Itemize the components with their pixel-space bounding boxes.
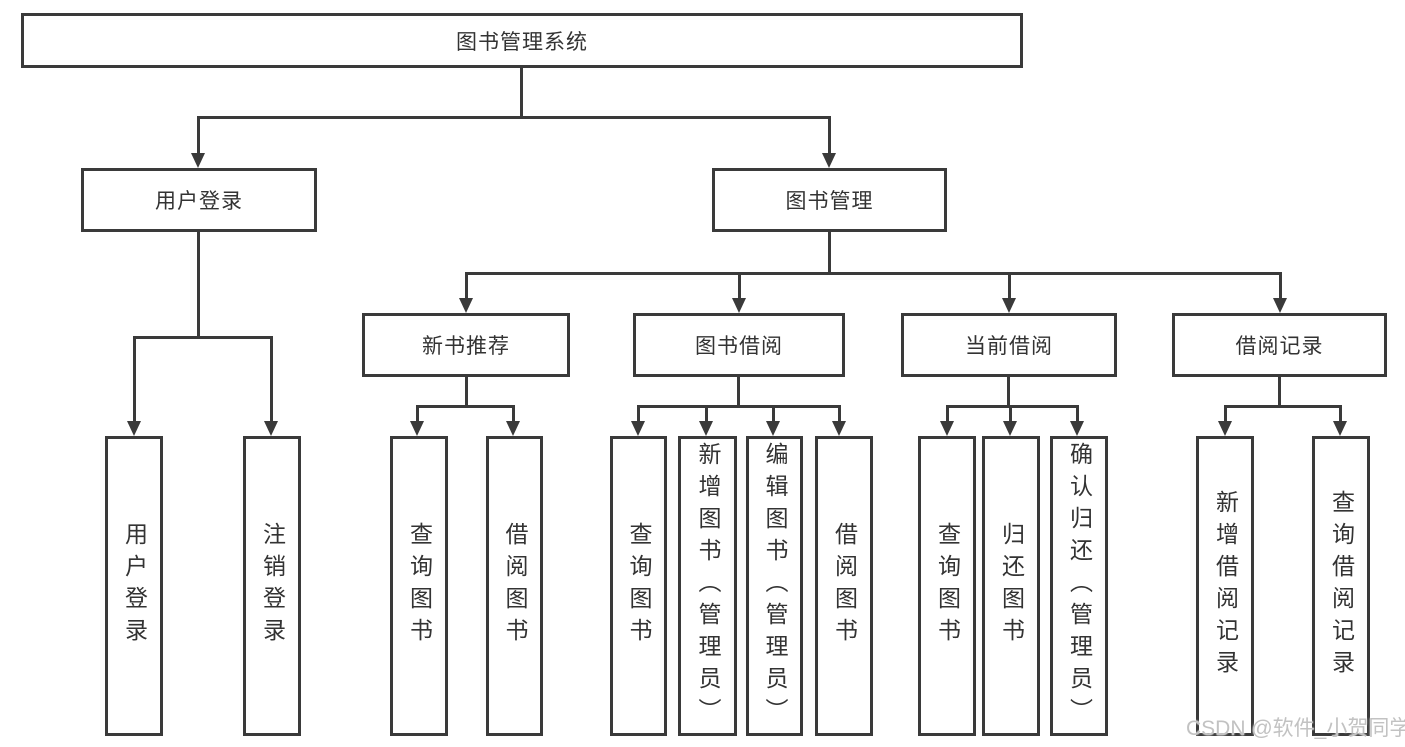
leaf-borrow-books-recommend: 借阅图书 — [486, 436, 543, 736]
connector-line — [1224, 405, 1342, 408]
connector-line — [946, 405, 1079, 408]
connector-line — [520, 68, 523, 118]
connector-line — [465, 272, 1282, 275]
arrow-down-icon — [1218, 421, 1232, 436]
connector-line — [828, 232, 831, 274]
leaf-return-book: 归还图书 — [982, 436, 1040, 736]
arrow-down-icon — [699, 421, 713, 436]
connector-line — [772, 405, 775, 425]
connector-line — [828, 116, 831, 156]
node-book-management: 图书管理 — [712, 168, 947, 232]
arrow-down-icon — [1273, 298, 1287, 313]
connector-line — [197, 116, 200, 156]
connector-line — [946, 405, 949, 425]
connector-line — [1076, 405, 1079, 425]
connector-line — [512, 405, 515, 425]
node-borrow-records: 借阅记录 — [1172, 313, 1387, 377]
connector-line — [838, 405, 841, 425]
arrow-down-icon — [1003, 421, 1017, 436]
connector-line — [465, 377, 468, 407]
arrow-down-icon — [631, 421, 645, 436]
arrow-down-icon — [732, 298, 746, 313]
connector-line — [133, 336, 273, 339]
connector-line — [1007, 377, 1010, 407]
connector-line — [737, 377, 740, 407]
leaf-borrow-books: 借阅图书 — [815, 436, 873, 736]
node-user-login: 用户登录 — [81, 168, 317, 232]
leaf-add-book-admin: 新增图书（管理员） — [678, 436, 737, 736]
arrow-down-icon — [940, 421, 954, 436]
connector-line — [416, 405, 419, 425]
connector-line — [416, 405, 515, 408]
leaf-user-login: 用户登录 — [105, 436, 163, 736]
node-book-borrow: 图书借阅 — [633, 313, 845, 377]
leaf-add-borrow-record: 新增借阅记录 — [1196, 436, 1254, 736]
arrow-down-icon — [1333, 421, 1347, 436]
connector-line — [270, 336, 273, 424]
connector-line — [197, 116, 831, 119]
connector-line — [637, 405, 841, 408]
arrow-down-icon — [766, 421, 780, 436]
arrow-down-icon — [822, 153, 836, 168]
connector-line — [637, 405, 640, 425]
arrow-down-icon — [459, 298, 473, 313]
arrow-down-icon — [832, 421, 846, 436]
connector-line — [1009, 405, 1012, 425]
arrow-down-icon — [1002, 298, 1016, 313]
connector-line — [738, 272, 741, 302]
connector-line — [1008, 272, 1011, 302]
connector-line — [1278, 377, 1281, 407]
arrow-down-icon — [410, 421, 424, 436]
arrow-down-icon — [506, 421, 520, 436]
connector-line — [705, 405, 708, 425]
connector-line — [1339, 405, 1342, 425]
leaf-query-books-borrow: 查询图书 — [610, 436, 667, 736]
arrow-down-icon — [127, 421, 141, 436]
connector-line — [465, 272, 468, 302]
connector-line — [133, 336, 136, 424]
node-new-book-recommend: 新书推荐 — [362, 313, 570, 377]
leaf-query-books-recommend: 查询图书 — [390, 436, 448, 736]
connector-line — [1224, 405, 1227, 425]
leaf-query-borrow-record: 查询借阅记录 — [1312, 436, 1370, 736]
arrow-down-icon — [191, 153, 205, 168]
leaf-logout: 注销登录 — [243, 436, 301, 736]
leaf-edit-book-admin: 编辑图书（管理员） — [746, 436, 803, 736]
connector-line — [1279, 272, 1282, 302]
connector-line — [197, 232, 200, 339]
leaf-confirm-return-admin: 确认归还（管理员） — [1050, 436, 1108, 736]
node-system-root: 图书管理系统 — [21, 13, 1023, 68]
arrow-down-icon — [1070, 421, 1084, 436]
leaf-query-books-current: 查询图书 — [918, 436, 976, 736]
node-current-borrow: 当前借阅 — [901, 313, 1117, 377]
csdn-watermark: CSDN @软件_小贺同学 — [1186, 717, 1405, 740]
arrow-down-icon — [264, 421, 278, 436]
